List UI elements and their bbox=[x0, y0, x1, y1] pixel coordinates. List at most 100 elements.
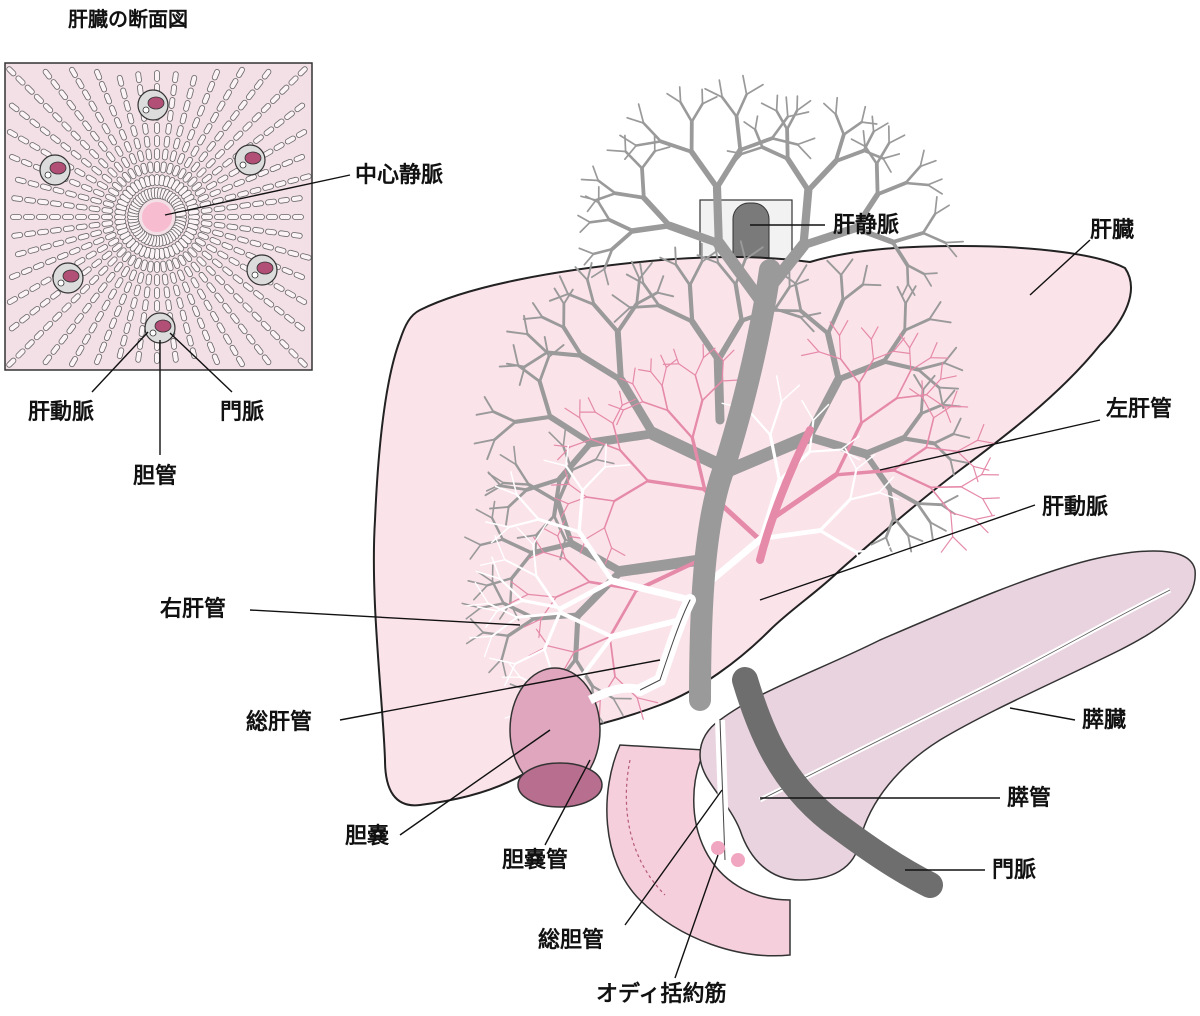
hepatic-vein-branch bbox=[582, 180, 599, 181]
hepatocyte-cell bbox=[76, 224, 88, 230]
hepatic-artery-branch bbox=[961, 487, 983, 499]
hepatic-vein-branch bbox=[737, 94, 747, 116]
hepatic-vein-branch bbox=[598, 181, 615, 194]
hepatic-vein-branch bbox=[777, 95, 778, 111]
portal-vein-branch bbox=[894, 518, 908, 536]
portal-vein-branch bbox=[504, 483, 529, 485]
hepatocyte-cell bbox=[37, 229, 49, 235]
hepatic-artery-branch bbox=[975, 515, 995, 519]
hepatocyte-cell bbox=[165, 299, 171, 311]
label-hepatic-vein: 肝静脈 bbox=[833, 213, 899, 239]
hepatic-vein-branch bbox=[609, 220, 633, 231]
hepatocyte-cell bbox=[241, 215, 252, 220]
portal-vein-branch bbox=[618, 332, 621, 380]
label-inset-hepatic-artery: 肝動脈 bbox=[28, 400, 94, 426]
hepatic-artery-branch bbox=[922, 381, 923, 398]
hepatic-vein-branch bbox=[719, 80, 722, 97]
hepatocyte-cell bbox=[252, 227, 264, 233]
hepatocyte-cell bbox=[278, 231, 290, 237]
hepatic-vein-branch bbox=[787, 111, 797, 130]
hepatocyte-cell bbox=[146, 149, 152, 161]
hepatocyte-cell bbox=[11, 195, 23, 201]
hepatic-vein-branch bbox=[804, 190, 809, 245]
inset-title: 肝臓の断面図 bbox=[68, 6, 188, 32]
hepatic-vein-branch bbox=[644, 198, 670, 226]
triad-bile-ductule bbox=[252, 272, 258, 278]
bile-duct-branch bbox=[603, 747, 607, 770]
hepatic-vein-branch bbox=[737, 117, 741, 150]
hepatic-vein-branch bbox=[703, 97, 717, 104]
hepatic-vein-branch bbox=[906, 166, 921, 183]
hepatocyte-cell bbox=[102, 215, 113, 220]
hepatocyte-cell bbox=[165, 123, 171, 135]
label-portal-vein: 門脈 bbox=[992, 858, 1036, 884]
hepatocyte-cell bbox=[155, 123, 160, 134]
hepatocyte-cell bbox=[227, 224, 239, 230]
portal-vein-branch bbox=[863, 285, 881, 286]
portal-vein-branch bbox=[917, 504, 930, 523]
hepatic-vein-branch bbox=[836, 98, 837, 115]
hepatocyte-cell bbox=[63, 202, 75, 208]
hepatic-vein-branch bbox=[612, 231, 633, 249]
hepatic-vein-branch bbox=[906, 183, 928, 185]
hepatic-vein-branch bbox=[762, 147, 787, 159]
hepatic-vein-branch bbox=[923, 214, 935, 233]
hepatocyte-cell bbox=[167, 110, 173, 122]
hepatocyte-cell bbox=[63, 225, 75, 231]
label-pancreas: 膵臓 bbox=[1082, 708, 1126, 734]
hepatic-vein-branch bbox=[705, 89, 722, 97]
hepatocyte-cell bbox=[146, 274, 152, 286]
hepatic-vein-branch bbox=[599, 203, 610, 220]
triad-portal-vessel bbox=[257, 262, 273, 274]
label-inset-bile-duct: 胆管 bbox=[133, 464, 177, 490]
hepatic-vein-branch bbox=[877, 164, 878, 195]
hepatic-artery-branch bbox=[973, 466, 989, 470]
hepatic-vein-branch bbox=[590, 220, 609, 223]
hepatic-vein-branch bbox=[744, 122, 755, 130]
label-cystic-duct: 胆嚢管 bbox=[502, 848, 568, 874]
hepatocyte-cell bbox=[265, 199, 277, 205]
portal-vein-branch bbox=[905, 304, 906, 331]
hepatic-vein-branch bbox=[667, 94, 681, 103]
hepatocyte-cell bbox=[215, 215, 226, 220]
hepatocyte-cell bbox=[11, 232, 23, 238]
hepatic-artery-branch bbox=[983, 499, 992, 515]
hepatic-vein-branch bbox=[920, 150, 924, 166]
hepatocyte-cell bbox=[89, 206, 101, 212]
hepatic-vein-branch bbox=[717, 188, 719, 244]
hepatocyte-cell bbox=[280, 215, 291, 220]
triad-portal-vessel bbox=[155, 320, 171, 332]
hepatocyte-cell bbox=[254, 215, 265, 220]
hepatocyte-cell bbox=[144, 287, 150, 299]
hepatic-vein-branch bbox=[627, 118, 643, 123]
triad-portal-vessel bbox=[148, 97, 164, 109]
hepatocyte-cell bbox=[160, 162, 166, 174]
hepatic-vein-branch bbox=[798, 145, 811, 159]
hepatocyte-cell bbox=[169, 97, 175, 109]
hepatocyte-cell bbox=[239, 225, 251, 231]
leader-pancreas bbox=[1010, 708, 1075, 720]
hepatocyte-cell bbox=[76, 215, 87, 220]
hepatic-vein-branch bbox=[836, 114, 844, 134]
label-pancreatic-duct: 膵管 bbox=[1007, 786, 1051, 812]
portal-vein-branch bbox=[930, 522, 946, 531]
hepatocyte-cell bbox=[267, 215, 278, 220]
triad-bile-ductule bbox=[58, 280, 64, 286]
portal-vein-branch bbox=[917, 504, 941, 505]
hepatocyte-cell bbox=[155, 262, 160, 273]
hepatic-vein-branch bbox=[578, 216, 590, 223]
hepatic-vein-branch bbox=[872, 116, 873, 131]
bile-duct-branch bbox=[870, 581, 891, 593]
hepatocyte-cell bbox=[202, 215, 213, 220]
hepatic-vein-branch bbox=[883, 159, 891, 173]
triad-bile-ductule bbox=[150, 330, 156, 336]
hepatocyte-cell bbox=[162, 149, 168, 161]
hepatic-vein-branch bbox=[743, 76, 747, 95]
hepatic-vein-branch bbox=[945, 242, 963, 243]
hepatic-vein-branch bbox=[928, 179, 942, 185]
label-sphincter-of-oddi: オディ括約筋 bbox=[596, 982, 726, 1008]
triad-bile-ductule bbox=[45, 172, 51, 178]
hepatic-vein-branch bbox=[692, 104, 703, 122]
hepatocyte-cell bbox=[291, 232, 303, 238]
hepatic-vein-branch bbox=[928, 185, 942, 194]
